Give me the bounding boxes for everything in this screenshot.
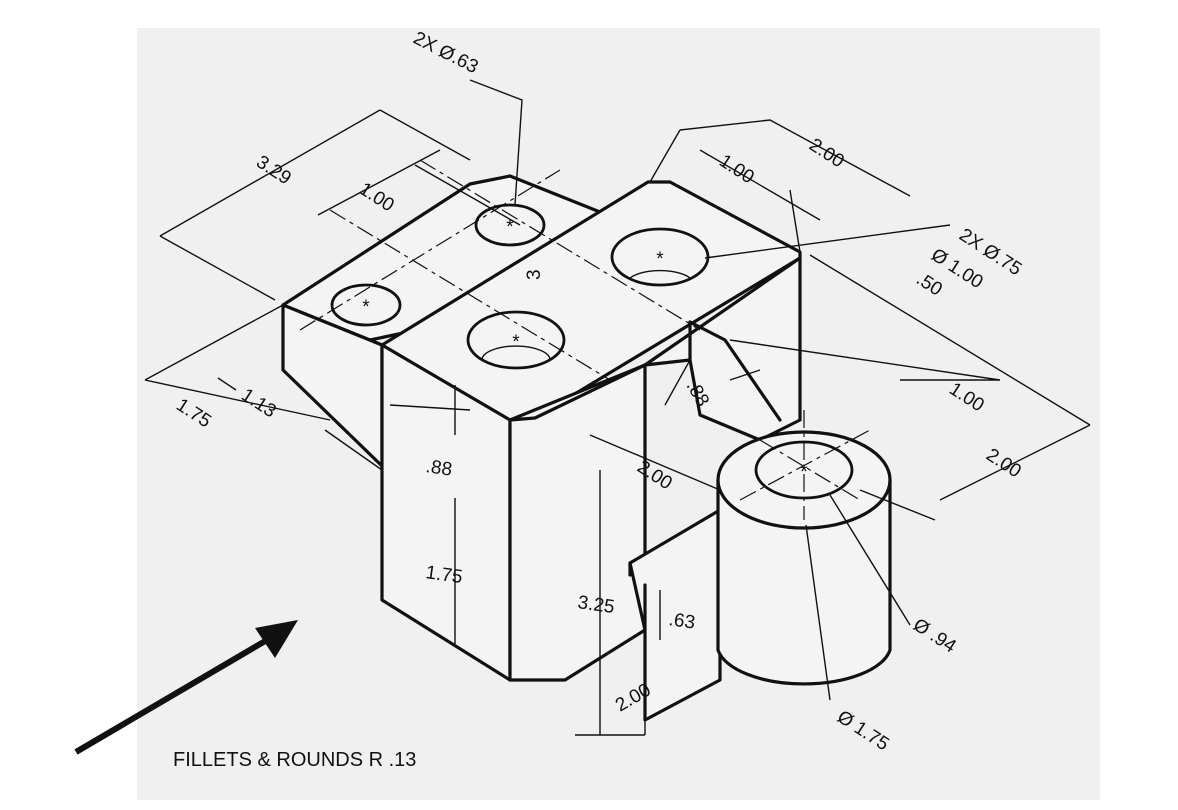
dim-right-1-00: 1.00	[945, 379, 987, 417]
fillets-note: FILLETS & ROUNDS R .13	[173, 749, 416, 771]
dim-right-width: 2.00	[805, 135, 847, 173]
center-marks: * * * * *	[362, 217, 808, 483]
svg-text:*: *	[362, 297, 370, 318]
view-direction-arrow	[74, 620, 298, 755]
dim-upper-height: .88	[424, 456, 453, 480]
dim-slot-mark: 3	[524, 269, 545, 280]
dim-hole-offset-a: 1.00	[355, 179, 397, 217]
center-lines	[299, 159, 871, 520]
dim-overall-depth: 3.29	[252, 152, 294, 190]
dim-right-2-00: 2.00	[982, 445, 1024, 483]
holes	[330, 203, 710, 370]
dim-front-1-75: 1.75	[172, 395, 214, 433]
dim-hole-callout-small: 2X Ø.63	[410, 28, 482, 78]
dim-step-height: .63	[667, 609, 696, 633]
dim-boss-outer-dia: Ø 1.75	[833, 707, 892, 756]
dimension-lines	[144, 79, 1091, 736]
dim-cbore-depth: .50	[912, 269, 946, 301]
hole-small-left	[330, 283, 402, 327]
dim-right-offset: 1.00	[715, 151, 757, 189]
hole-small-top	[474, 203, 546, 247]
svg-text:*: *	[800, 462, 808, 483]
svg-text:*: *	[656, 249, 664, 270]
svg-text:*: *	[506, 217, 514, 238]
dim-boss-inner-dia: Ø .94	[909, 615, 960, 658]
dim-front-1-13: 1.13	[237, 385, 279, 423]
dim-mid-height: 1.75	[424, 562, 464, 588]
svg-text:*: *	[512, 332, 520, 353]
dim-total-height: 3.25	[576, 592, 616, 618]
counterbore-front	[466, 310, 566, 370]
